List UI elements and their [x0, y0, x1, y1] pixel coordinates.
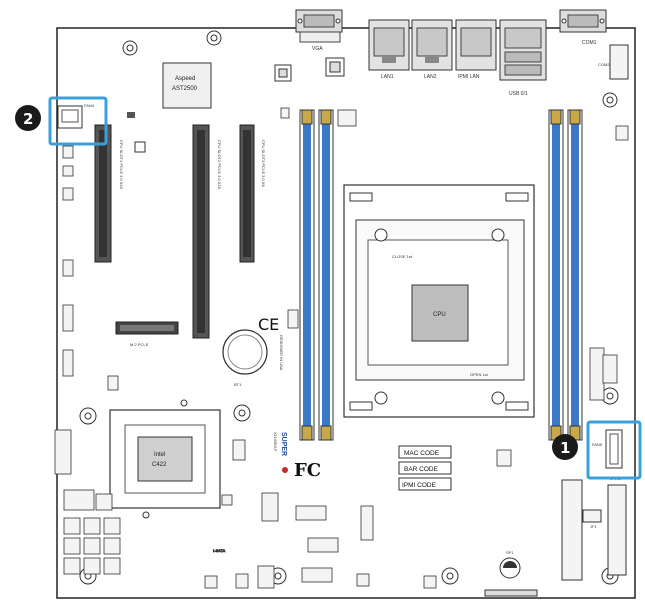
pch-heatsink: Intel C422 — [109, 399, 221, 519]
battery-label: BT1 — [234, 382, 242, 387]
dimm-slots-left — [299, 109, 334, 441]
callout-2-marker — [15, 105, 41, 131]
cpu-socket: CPU CLOSE 1st OPEN 1st — [343, 184, 535, 418]
vga-label: VGA — [312, 46, 323, 52]
cpu-label: CPU — [433, 312, 446, 318]
callout-1-marker — [552, 434, 578, 460]
open-first-label: OPEN 1st — [470, 372, 489, 377]
m2-label: M.2 PCI-E — [130, 342, 149, 347]
brand-block: SUPER X11SRM-F FC — [273, 432, 321, 481]
slot3-label: CPU SLOT3 PCI-E 3.0 X8 — [261, 140, 266, 187]
misc-headers — [280, 107, 629, 401]
sata-ports: I-SATA — [63, 489, 226, 575]
bmc-label-line1: Aspeed — [175, 76, 195, 82]
fan4-header: FAN4 — [57, 103, 95, 129]
jf1-label: JF1 — [590, 524, 597, 529]
slot1-label: CPU SLOT1 PCI-E 3.0 X16 — [119, 140, 124, 190]
speaker: SP1 — [484, 550, 538, 597]
ce-mark: CE — [258, 315, 279, 334]
pch-label-line2: C422 — [152, 462, 167, 468]
bmc-chip: Aspeed AST2500 — [162, 62, 212, 109]
usb-label: USB 0/1 — [509, 91, 528, 97]
fc-mark: FC — [294, 460, 321, 481]
callout-2-number: 2 — [23, 110, 33, 128]
close-first-label: CLOSE 1st — [392, 254, 413, 259]
fan5-label: FAN5 — [592, 442, 603, 447]
ipmi-lan-port: IPMI LAN — [455, 19, 497, 80]
com1-label: COM1 — [582, 40, 597, 46]
pcie-slot-2: CPU SLOT2 PCI-E 3.0 X16 — [192, 124, 222, 339]
brand-super: SUPER — [280, 432, 287, 456]
dimm-slots-right — [548, 109, 583, 441]
slot2-label: CPU SLOT2 PCI-E 3.0 X16 — [217, 140, 222, 190]
bar-code: BAR CODE — [404, 466, 439, 473]
mac-code: MAC CODE — [404, 450, 440, 457]
callout-1-box — [586, 420, 642, 480]
fan5-header: FAN5 — [592, 429, 623, 469]
m2-slot: M.2 PCI-E — [115, 321, 179, 347]
code-labels: MAC CODE BAR CODE IPMI CODE — [398, 445, 452, 491]
bottom-headers — [204, 439, 512, 589]
small-ics — [127, 57, 345, 153]
lan2-port: LAN2 — [411, 19, 453, 80]
com2-label: COM2 — [598, 62, 610, 67]
ipmi-lan-label: IPMI LAN — [458, 74, 480, 80]
usb-stack: USB 0/1 — [499, 19, 547, 97]
com1-connector: COM1 — [559, 9, 607, 46]
vga-connector: VGA — [295, 9, 343, 52]
power-connectors: JPW1 JF1 — [561, 476, 627, 581]
pcie-slot-3: CPU SLOT3 PCI-E 3.0 X8 — [239, 124, 266, 263]
pch-label-line1: Intel — [154, 452, 165, 458]
lan1-port: LAN1 — [368, 19, 410, 80]
bmc-label-line2: AST2500 — [172, 86, 198, 92]
lan2-label: LAN2 — [424, 74, 437, 80]
callout-1-number: 1 — [560, 439, 570, 457]
com2-header: COM2 — [598, 44, 629, 80]
model-label: X11SRM-F — [273, 432, 278, 452]
sata-label: I-SATA — [213, 548, 226, 553]
speaker-label: SP1 — [506, 550, 514, 555]
pcie-slot-1: CPU SLOT1 PCI-E 3.0 X16 — [94, 124, 124, 263]
left-headers — [54, 145, 119, 475]
callout-2-box — [48, 96, 108, 146]
fan4-label: FAN4 — [84, 103, 95, 108]
lan1-label: LAN1 — [381, 74, 394, 80]
ipmi-code: IPMI CODE — [402, 482, 437, 489]
designed-in-label: DESIGNED IN USA — [279, 335, 284, 371]
